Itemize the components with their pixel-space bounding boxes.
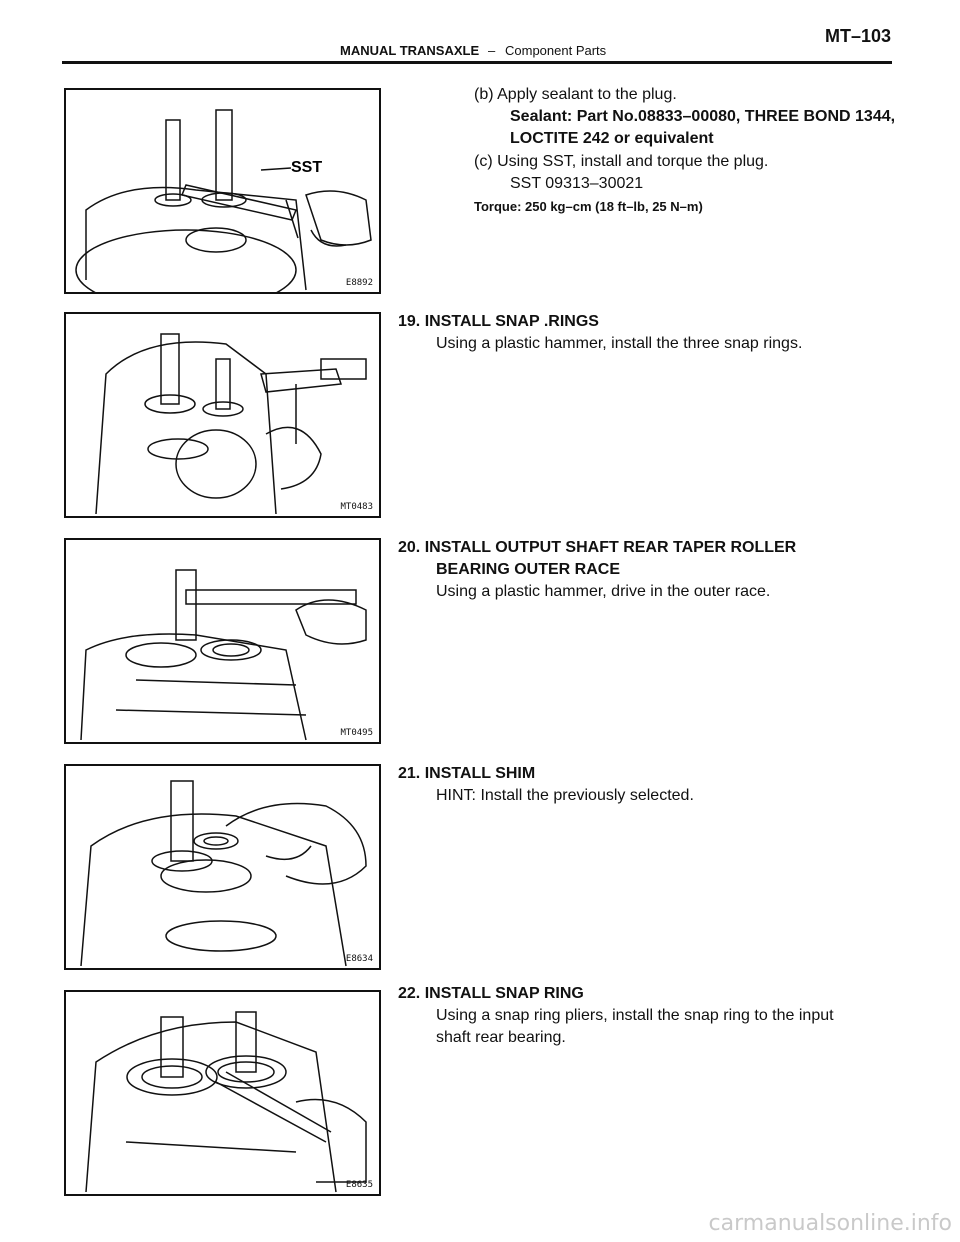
- step-19-body: Using a plastic hammer, install the thre…: [436, 335, 803, 352]
- illustration-outer-race: [80, 569, 367, 741]
- step-22-body-1: Using a snap ring pliers, install the sn…: [436, 1007, 834, 1024]
- figure-code: E8635: [345, 1180, 373, 1190]
- step-18b-sealant-2: LOCTITE 242 or equivalent: [510, 130, 714, 147]
- header-rule: [62, 61, 892, 64]
- step-18c-sst: SST 09313–30021: [510, 175, 644, 192]
- figure-snap-rings: MT0483: [64, 312, 381, 518]
- figure-outer-race: MT0495: [64, 538, 381, 744]
- step-22-body-2: shaft rear bearing.: [436, 1029, 566, 1046]
- illustration-shim: [80, 780, 367, 967]
- figure-code: E8634: [345, 954, 373, 964]
- step-18c-torque: Torque: 250 kg–cm (18 ft–lb, 25 N–m): [474, 199, 703, 214]
- figure-shim: E8634: [64, 764, 381, 970]
- step-18c-line: (c) Using SST, install and torque the pl…: [474, 153, 769, 170]
- header-subsection: Component Parts: [505, 43, 607, 58]
- figure-code: MT0495: [340, 728, 373, 738]
- step-20-title-1: 20. INSTALL OUTPUT SHAFT REAR TAPER ROLL…: [398, 539, 797, 556]
- page-number: MT–103: [825, 26, 892, 46]
- step-21-title: 21. INSTALL SHIM: [398, 765, 536, 782]
- step-18b-sealant-1: Sealant: Part No.08833–00080, THREE BOND…: [510, 108, 896, 125]
- step-18b-line: (b) Apply sealant to the plug.: [474, 86, 677, 103]
- header-section: MANUAL TRANSAXLE: [340, 43, 480, 58]
- step-22-title: 22. INSTALL SNAP RING: [398, 985, 584, 1002]
- figure-snap-ring: E8635: [64, 990, 381, 1196]
- step-21-body: HINT: Install the previously selected.: [436, 787, 694, 804]
- figure-sst-plug: SST E8892: [64, 88, 381, 294]
- illustration-snap-rings: [95, 333, 367, 515]
- header-separator: –: [488, 43, 496, 58]
- watermark: carmanualsonline.info: [708, 1211, 952, 1236]
- step-20-body: Using a plastic hammer, drive in the out…: [436, 583, 771, 600]
- illustration-snap-ring: [85, 1011, 367, 1193]
- sst-callout: SST: [291, 159, 322, 176]
- figure-code: MT0483: [340, 502, 373, 512]
- step-20-title-2: BEARING OUTER RACE: [436, 561, 621, 578]
- step-19-title: 19. INSTALL SNAP .RINGS: [398, 313, 599, 330]
- illustration-transaxle-sst: SST: [75, 109, 372, 292]
- figure-code: E8892: [345, 278, 373, 288]
